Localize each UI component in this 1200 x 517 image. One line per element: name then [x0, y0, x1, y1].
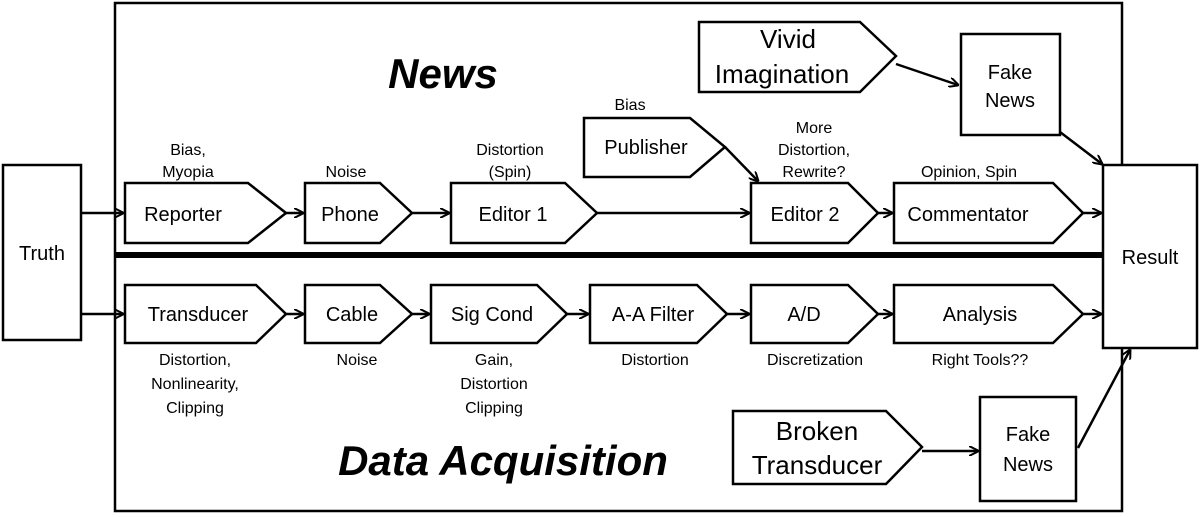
broken-transducer-box	[731, 409, 924, 486]
transducer-box	[123, 283, 288, 345]
vivid-label-2: Imagination	[715, 59, 849, 89]
editor1-annotation-1: Distortion	[476, 142, 544, 159]
publisher-annotation: Bias	[614, 97, 645, 114]
sigcond-annotation-3: Clipping	[465, 400, 523, 417]
cable-box	[303, 283, 414, 345]
arrow-fakenews-to-result	[1059, 131, 1102, 164]
broken-label-2: Transducer	[752, 450, 883, 480]
sigcond-label: Sig Cond	[451, 304, 533, 326]
news-chain: Reporter Bias, Myopia Phone Noise Editor…	[123, 20, 1085, 245]
fake-news-bottom-label-1: Fake	[1006, 424, 1050, 446]
arrow-fakenews-to-result-bottom	[1076, 350, 1130, 449]
analysis-annotation: Right Tools??	[932, 352, 1029, 369]
commentator-annotation: Opinion, Spin	[921, 164, 1017, 181]
vivid-label-1: Vivid	[760, 24, 816, 54]
commentator-box	[892, 181, 1085, 245]
aa-filter-annotation: Distortion	[621, 352, 689, 369]
editor2-annotation-1: More	[796, 120, 833, 137]
analysis-label: Analysis	[943, 304, 1017, 326]
fake-news-top-box	[959, 32, 1062, 137]
reporter-label: Reporter	[144, 204, 222, 226]
truth-box	[1, 163, 83, 342]
ad-box	[749, 283, 880, 345]
editor2-annotation-2: Distortion,	[778, 142, 850, 159]
phone-label: Phone	[321, 204, 379, 226]
aa-filter-label: A-A Filter	[612, 304, 695, 326]
transducer-annotation-1: Distortion,	[159, 352, 231, 369]
phone-annotation: Noise	[326, 164, 367, 181]
publisher-box	[582, 116, 727, 179]
editor1-annotation-2: (Spin)	[489, 164, 532, 181]
transducer-label: Transducer	[148, 304, 249, 326]
cable-annotation: Noise	[337, 352, 378, 369]
reporter-annotation-2: Myopia	[162, 164, 214, 181]
vivid-imagination-box	[697, 20, 898, 94]
editor2-box	[749, 181, 880, 245]
fake-news-top-label-1: Fake	[988, 62, 1032, 84]
editor1-box	[449, 181, 599, 245]
arrow-publisher-to-editor2	[724, 146, 758, 181]
connectors	[81, 62, 1130, 451]
editor1-label: Editor 1	[479, 204, 548, 226]
fake-news-bottom-box	[978, 395, 1078, 503]
fake-news-top-label-2: News	[985, 90, 1035, 112]
analysis-box	[892, 283, 1085, 345]
sigcond-box	[429, 283, 569, 345]
reporter-annotation-1: Bias,	[170, 142, 206, 159]
reporter-box	[123, 181, 289, 245]
result-box	[1101, 163, 1199, 350]
cable-label: Cable	[326, 304, 378, 326]
news-title: News	[388, 50, 498, 97]
ad-label: A/D	[787, 304, 820, 326]
result-label: Result	[1122, 247, 1179, 269]
aa-filter-box	[588, 283, 729, 345]
transducer-annotation-3: Clipping	[166, 400, 224, 417]
sigcond-annotation-2: Distortion	[460, 376, 528, 393]
editor2-annotation-3: Rewrite?	[782, 164, 845, 181]
data-acquisition-title: Data Acquisition	[338, 437, 668, 484]
fake-news-bottom-label-2: News	[1003, 454, 1053, 476]
daq-chain: Transducer Distortion, Nonlinearity, Cli…	[123, 283, 1085, 503]
phone-box	[303, 181, 414, 245]
broken-label-1: Broken	[776, 416, 858, 446]
sigcond-annotation-1: Gain,	[475, 352, 513, 369]
ad-annotation: Discretization	[767, 352, 863, 369]
truth-label: Truth	[19, 243, 65, 265]
publisher-label: Publisher	[604, 137, 688, 159]
transducer-annotation-2: Nonlinearity,	[151, 376, 239, 393]
commentator-label: Commentator	[907, 204, 1028, 226]
arrow-vivid-to-fakenews	[895, 62, 958, 85]
editor2-label: Editor 2	[771, 204, 840, 226]
